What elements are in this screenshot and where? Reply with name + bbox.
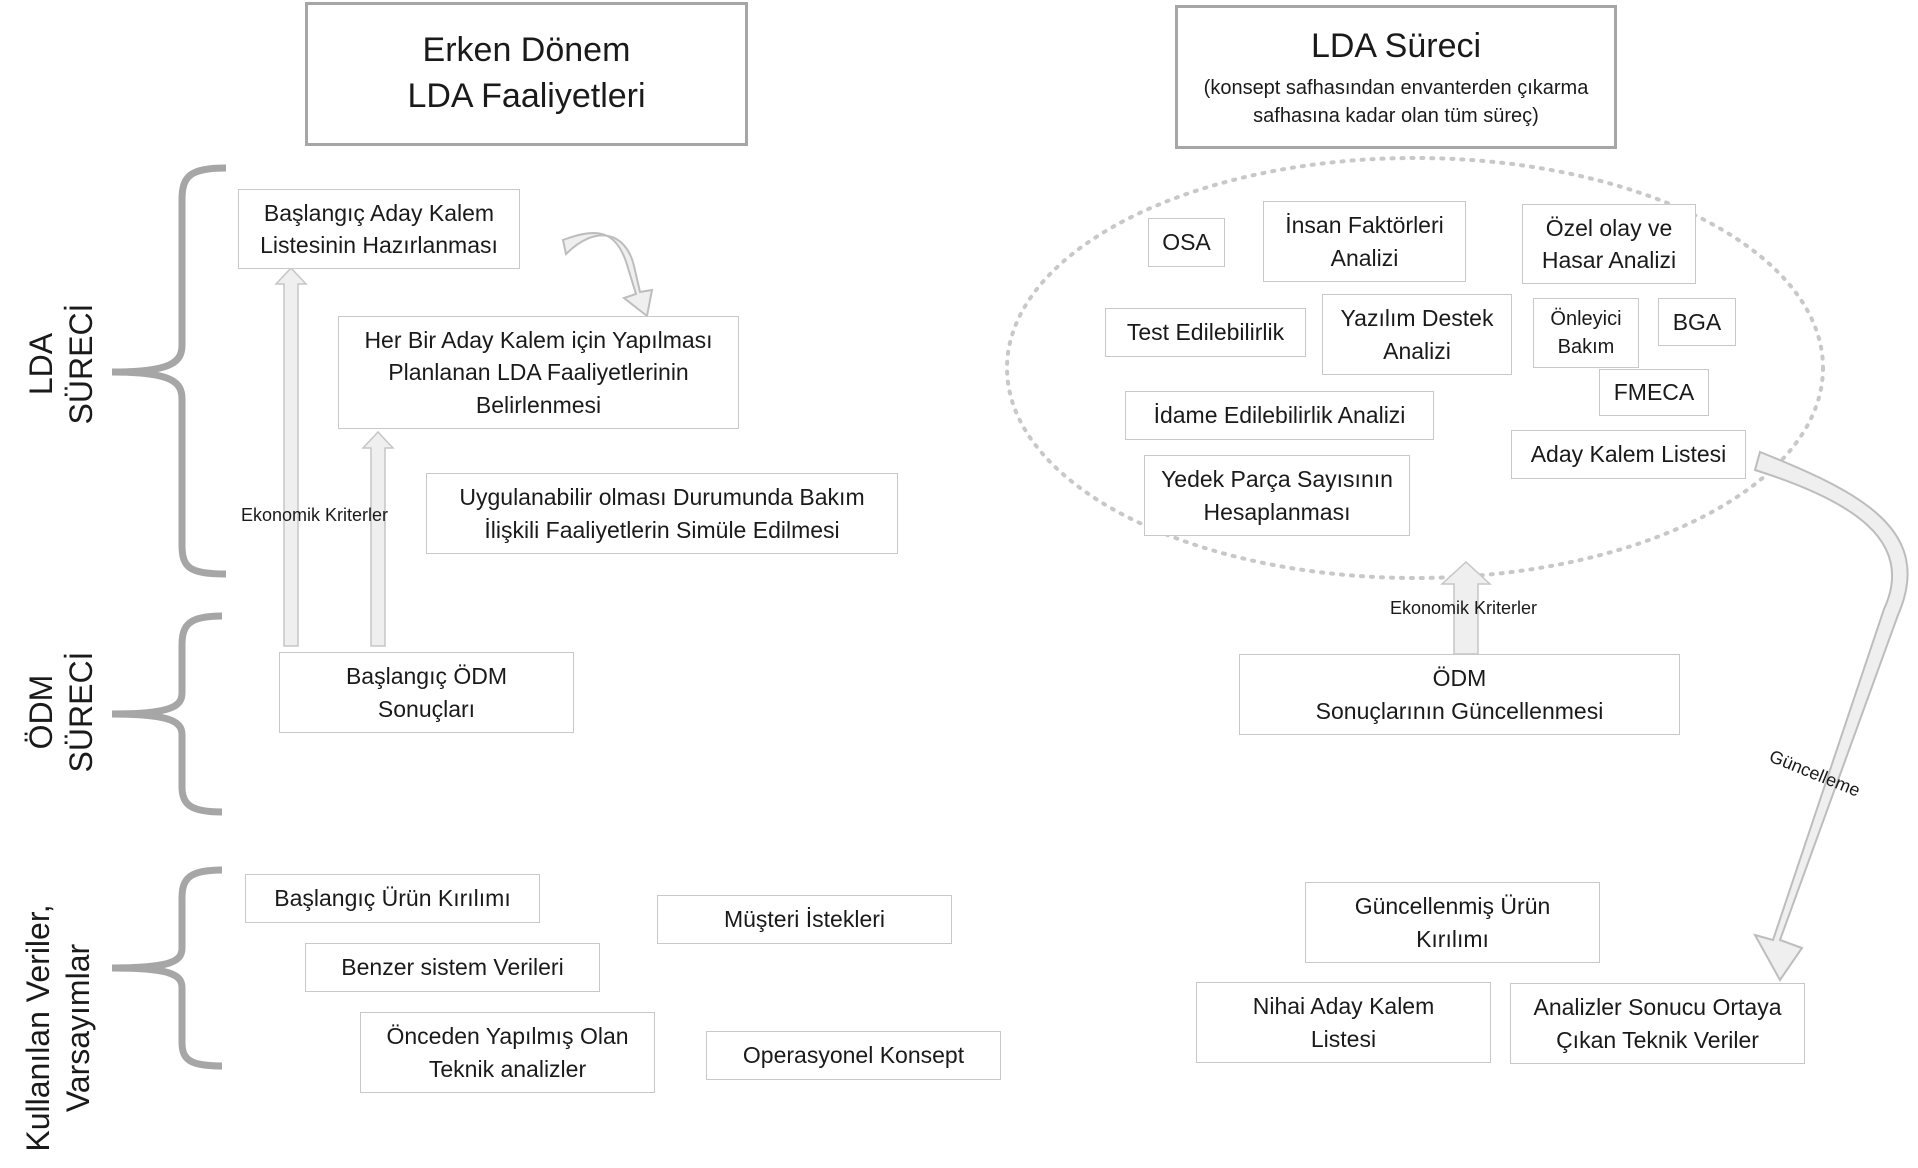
osa-box: OSA: [1148, 218, 1225, 267]
side-label-lda: LDA SÜRECİ: [23, 303, 99, 425]
economic-criteria-arrow-short: [361, 430, 395, 647]
side-label-kullanilan: Kullanılan Veriler, Varsayımlar: [20, 904, 96, 1152]
analizler-sonucu-box: Analizler Sonucu Ortaya Çıkan Teknik Ver…: [1510, 983, 1805, 1064]
musteri-istekleri-box: Müşteri İstekleri: [657, 895, 952, 944]
bga-box: BGA: [1658, 298, 1736, 346]
left-economic-criteria-label: Ekonomik Kriterler: [241, 505, 389, 525]
odm-bracket: [111, 612, 223, 816]
benzer-sistem-box: Benzer sistem Verileri: [305, 943, 600, 992]
aday-kalem-listesi-box: Aday Kalem Listesi: [1511, 430, 1746, 479]
insan-faktorleri-box: İnsan Faktörleri Analizi: [1263, 201, 1466, 282]
baslangic-urun-kirilimi-box: Başlangıç Ürün Kırılımı: [245, 874, 540, 923]
yazilim-destek-box: Yazılım Destek Analizi: [1322, 294, 1512, 375]
onceden-yapilmis-box: Önceden Yapılmış Olan Teknik analizler: [360, 1012, 655, 1093]
ozel-olay-box: Özel olay ve Hasar Analizi: [1522, 204, 1696, 284]
data-bracket: [111, 866, 223, 1070]
guncelleme-arrow: [1752, 450, 1909, 982]
lda-process-ellipse: [1005, 156, 1825, 580]
onleyici-bakim-box: Önleyici Bakım: [1533, 298, 1639, 368]
odm-guncellenmesi-box: ÖDM Sonuçlarının Güncellenmesi: [1239, 654, 1680, 735]
guncellenmis-urun-box: Güncellenmiş Ürün Kırılımı: [1305, 882, 1600, 963]
operasyonel-konsept-box: Operasyonel Konsept: [706, 1031, 1001, 1080]
nihai-aday-kalem-box: Nihai Aday Kalem Listesi: [1196, 982, 1491, 1063]
baslangic-aday-kalem-box: Başlangıç Aday Kalem Listesinin Hazırlan…: [238, 189, 520, 269]
her-bir-aday-kalem-box: Her Bir Aday Kalem için Yapılması Planla…: [338, 316, 739, 429]
right-economic-criteria-label: Ekonomik Kriterler: [1390, 598, 1538, 618]
diagram-graphics: [111, 156, 1909, 1070]
baslangic-odm-box: Başlangıç ÖDM Sonuçları: [279, 652, 574, 733]
uygulanabilir-box: Uygulanabilir olması Durumunda Bakım İli…: [426, 473, 898, 554]
right-header: LDA Süreci (konsept safhasından envanter…: [1175, 5, 1617, 149]
curved-small-arrow: [561, 232, 654, 318]
right-economic-criteria-arrow: [1440, 560, 1492, 655]
lda-bracket: [111, 164, 227, 578]
left-header: Erken Dönem LDA Faaliyetleri: [305, 2, 748, 146]
economic-criteria-arrow-long: [274, 266, 308, 647]
right-header-title: LDA Süreci: [1310, 27, 1482, 66]
test-edilebilirlik-box: Test Edilebilirlik: [1105, 308, 1306, 357]
side-label-odm: ÖDM SÜRECİ: [23, 651, 99, 773]
right-header-subtitle: (konsept safhasından envanterden çıkarma…: [1203, 76, 1589, 127]
left-header-title: Erken Dönem LDA Faaliyetleri: [407, 31, 646, 115]
yedek-parca-box: Yedek Parça Sayısının Hesaplanması: [1144, 455, 1410, 536]
idame-edilebilirlik-box: İdame Edilebilirlik Analizi: [1125, 391, 1434, 440]
fmeca-box: FMECA: [1599, 369, 1709, 416]
